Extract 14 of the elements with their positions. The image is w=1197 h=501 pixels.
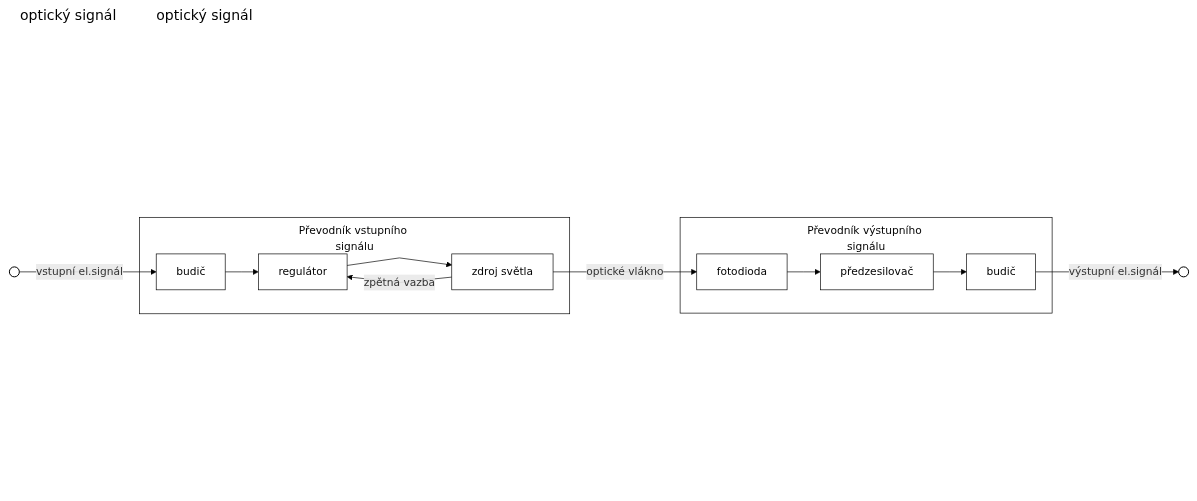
node-circle xyxy=(8,266,20,278)
signal-label: optický signál xyxy=(20,7,117,23)
edge-label: optické vlákno xyxy=(585,265,663,278)
node-box: budič xyxy=(965,253,1036,291)
node-box: zdroj světla xyxy=(450,253,553,291)
node-box: regulátor xyxy=(257,253,347,291)
node-box: fotodioda xyxy=(695,253,787,291)
edge-label: výstupní el.signál xyxy=(1068,265,1162,278)
node-circle xyxy=(1177,266,1189,278)
node-box: předzesilovač xyxy=(819,253,934,291)
signal-label: optický signál xyxy=(156,7,253,23)
node-box: budič xyxy=(155,253,226,291)
edge-label: vstupní el.signál xyxy=(35,265,123,278)
edge-label: zpětná vazba xyxy=(363,275,435,289)
